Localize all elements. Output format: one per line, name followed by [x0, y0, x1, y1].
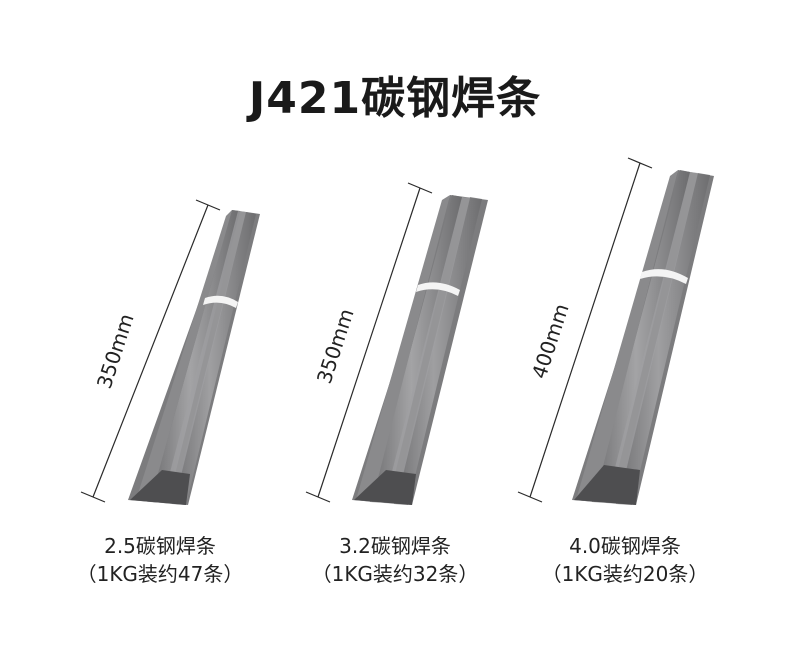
caption-3: 4.0碳钢焊条 （1KG装约20条）: [495, 532, 755, 588]
caption-1: 2.5碳钢焊条 （1KG装约47条）: [30, 532, 290, 588]
dimension-line-3: [517, 157, 653, 503]
bundle-3: 400mm 4.0碳钢焊条 （1KG装约20条）: [495, 157, 755, 588]
bundle-1: 350mm 2.5碳钢焊条 （1KG装约47条）: [30, 199, 290, 588]
length-label-1: 350mm: [92, 311, 139, 392]
bundle-name-2: 3.2碳钢焊条: [339, 534, 451, 558]
bundle-package-3: （1KG装约20条）: [541, 562, 709, 586]
bundle-name-3: 4.0碳钢焊条: [569, 534, 681, 558]
rod-bundle-2: [352, 195, 488, 505]
bundle-2: 350mm 3.2碳钢焊条 （1KG装约32条）: [265, 182, 525, 588]
dimension-line-1: [80, 199, 221, 503]
length-label-2: 350mm: [312, 306, 359, 387]
rod-bundle-3: [572, 170, 714, 505]
bundle-package-2: （1KG装约32条）: [311, 562, 479, 586]
bundle-package-1: （1KG装约47条）: [76, 562, 244, 586]
caption-2: 3.2碳钢焊条 （1KG装约32条）: [265, 532, 525, 588]
rod-bundle-1: [128, 210, 260, 505]
dimension-line-2: [305, 182, 433, 503]
product-title: J421碳钢焊条: [248, 73, 542, 124]
bundle-name-1: 2.5碳钢焊条: [104, 534, 216, 558]
length-label-3: 400mm: [527, 301, 574, 382]
